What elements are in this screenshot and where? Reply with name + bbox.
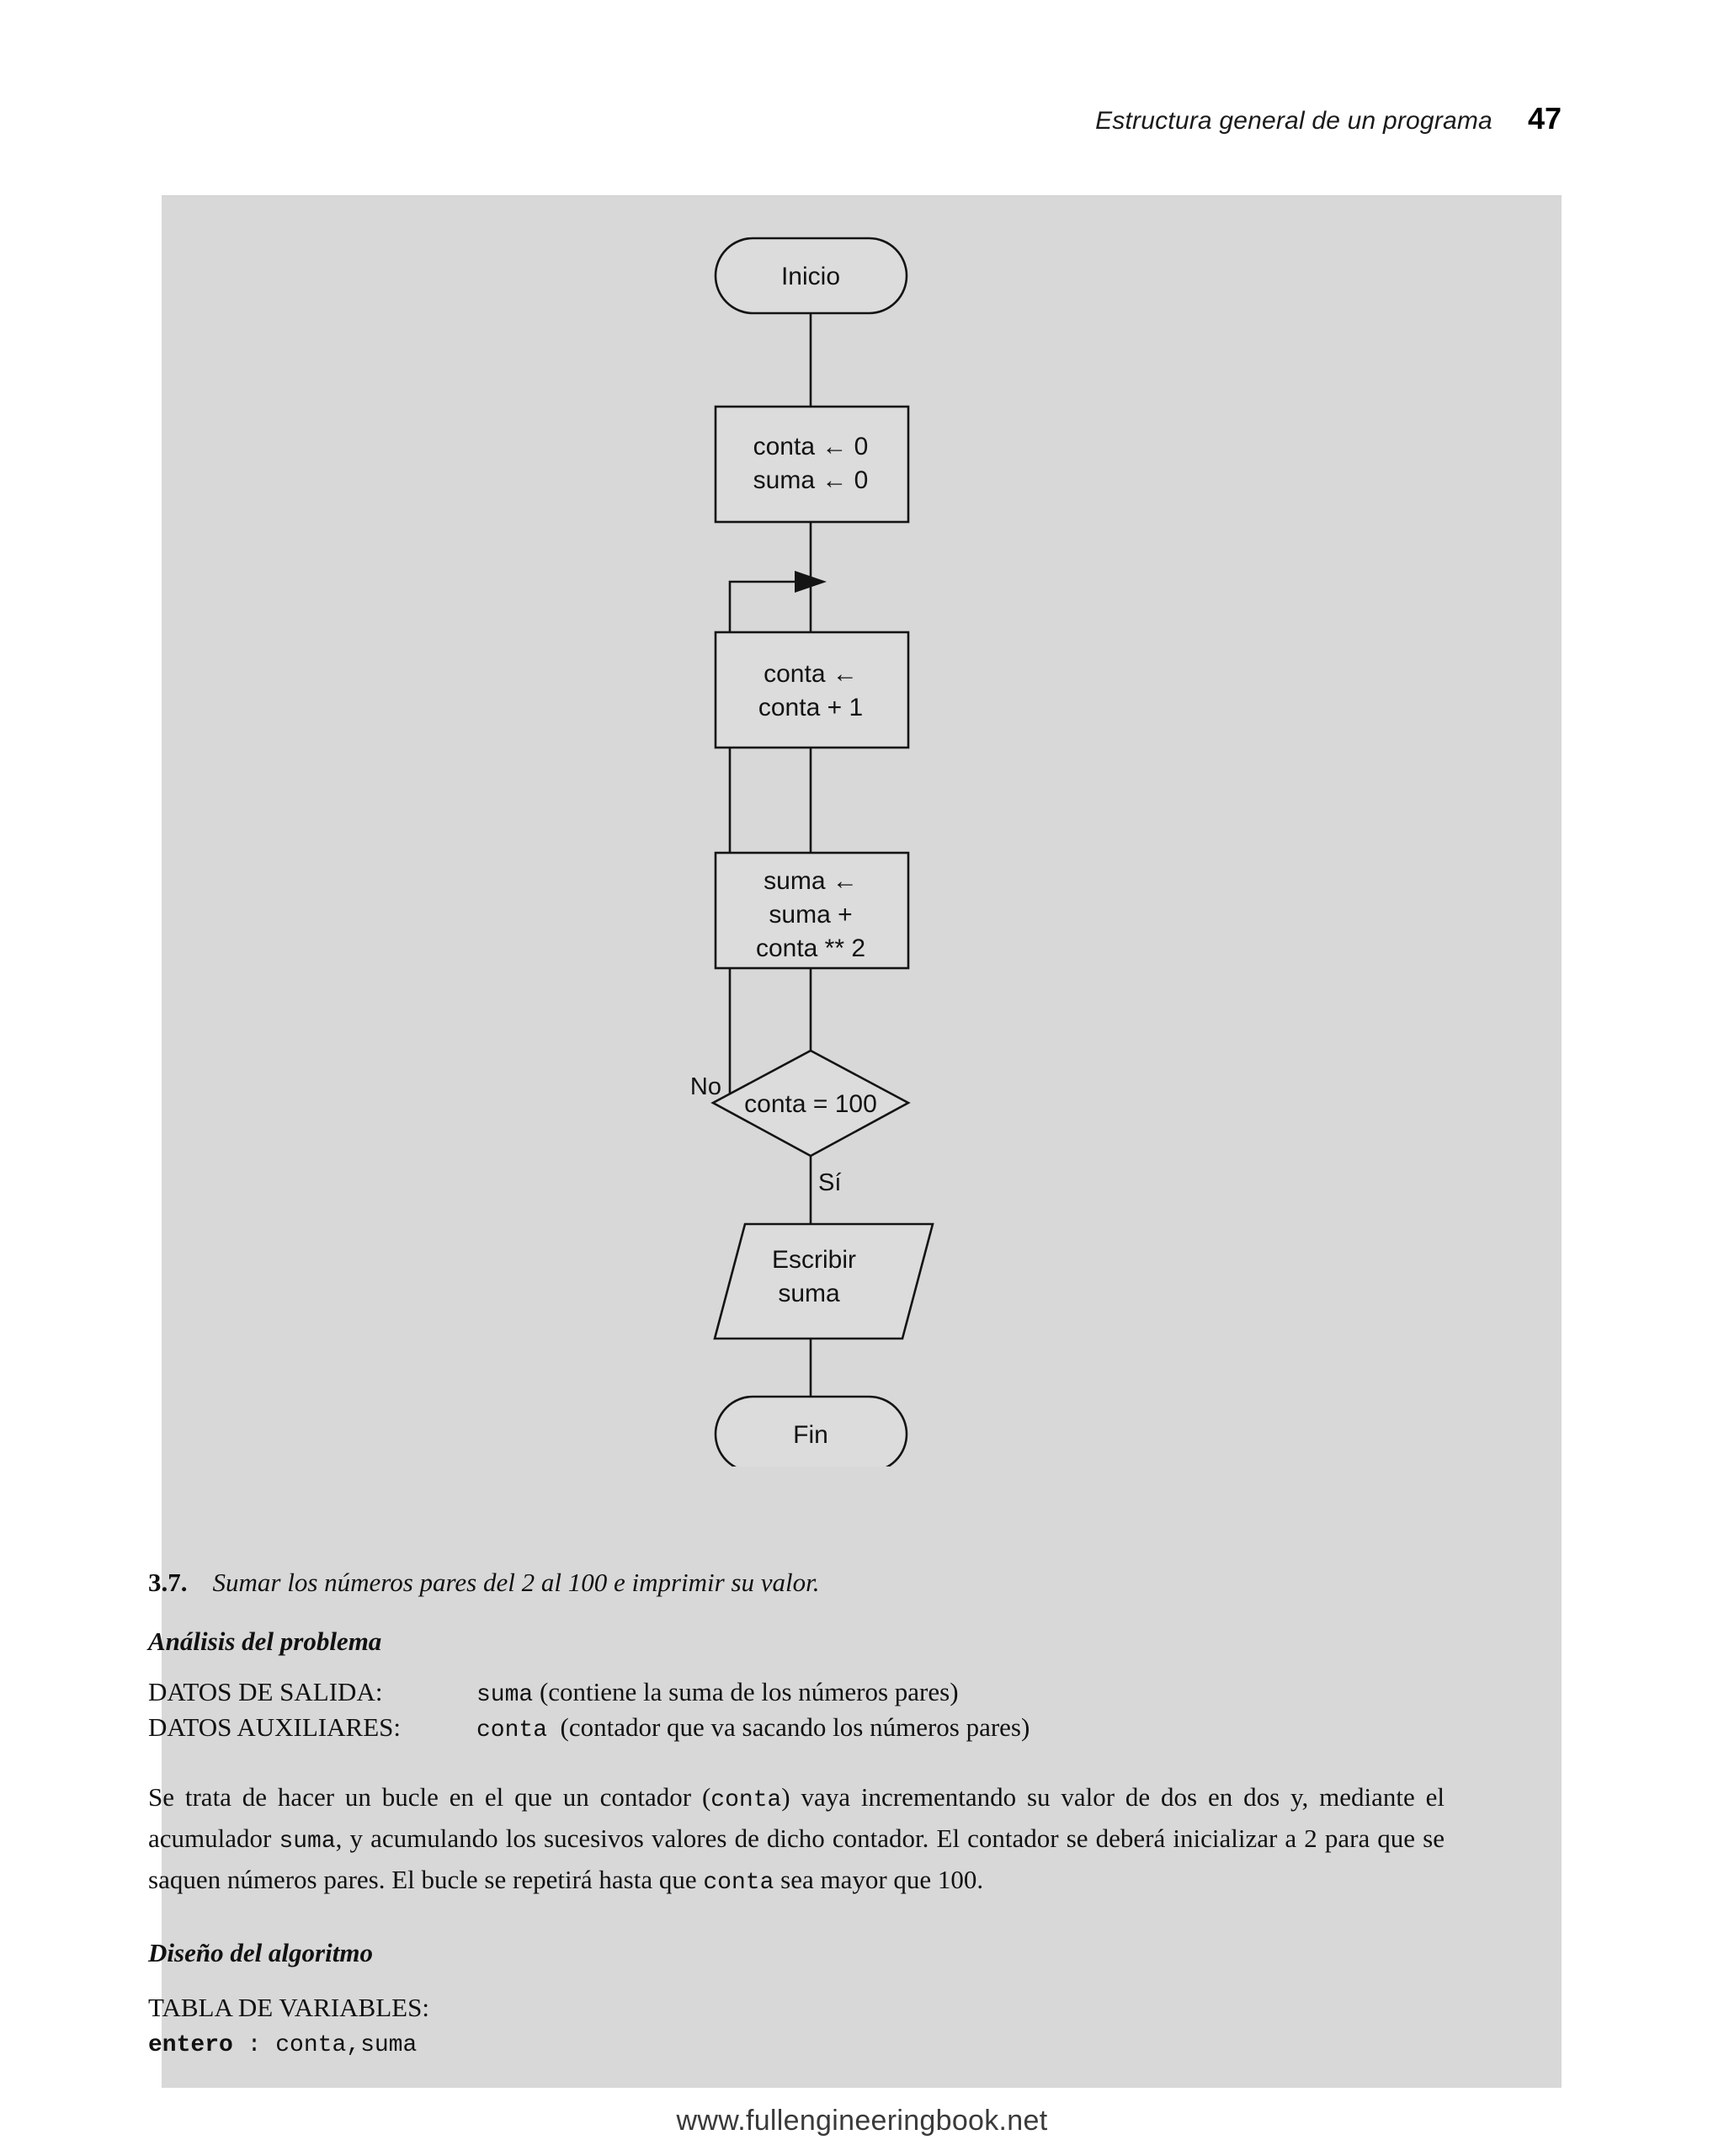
init-line-2: suma ← 0 [753,466,869,494]
data-aux-row: DATOS AUXILIARES: conta (contador que va … [148,1712,1548,1743]
data-aux-description: (contador que va sacando los números par… [560,1712,1030,1742]
analysis-paragraph: Se trata de hacer un bucle en el que un … [148,1778,1445,1902]
footer-watermark: www.fullengineeringbook.net [676,2105,1048,2137]
decision-label: conta = 100 [744,1090,877,1118]
content-panel: Inicio conta ← 0 suma ← 0 conta ← conta … [148,195,1562,2088]
end-terminal [714,1395,908,1467]
edge-label-no: No [690,1073,721,1100]
init-line-1: conta ← 0 [753,433,869,460]
paragraph-segment-1: Se trata de hacer un bucle en el que un … [148,1782,711,1812]
output-line-1: Escribir [772,1246,856,1274]
decision-diamond [710,1049,911,1158]
accumulate-line-1: suma ← [764,867,858,895]
paragraph-segment-4: sea mayor que 100. [774,1865,984,1894]
data-output-variable: suma [476,1682,534,1708]
data-output-row: DATOS DE SALIDA: suma (contiene la suma d… [148,1677,1548,1708]
running-head: Estructura general de un programa 47 [1095,101,1562,136]
variables-table-row: entero : conta,suma [148,2032,1548,2058]
data-output-label: DATOS DE SALIDA: [148,1677,383,1706]
variable-type-keyword: entero [148,2032,233,2058]
page-number: 47 [1527,101,1562,136]
output-parallelogram [713,1222,934,1340]
exercise-heading: 3.7. Sumar los números pares del 2 al 10… [148,1568,1548,1598]
data-output-description: (contiene la suma de los números pares) [539,1677,959,1706]
variable-separator: : [232,2032,276,2058]
variable-names: conta,suma [275,2032,418,2058]
increment-line-2: conta + 1 [758,694,863,721]
accumulate-line-2: suma + [769,901,852,929]
data-aux-variable: conta [476,1717,548,1743]
design-heading: Diseño del algoritmo [148,1938,373,1967]
end-terminal-label: Fin [793,1421,828,1449]
paragraph-segment-2: ) vaya incrementando su valor de dos en … [148,1782,1445,1853]
paragraph-variable-3: conta [703,1870,774,1896]
flowchart-diagram: Inicio conta ← 0 suma ← 0 conta ← conta … [690,237,934,1467]
output-line-2: suma [778,1280,840,1307]
data-aux-label: DATOS AUXILIARES: [148,1712,401,1742]
increment-process-box [714,631,910,749]
start-terminal-label: Inicio [781,263,840,290]
analysis-heading: Análisis del problema [148,1626,382,1656]
paragraph-variable-2: suma [279,1829,336,1855]
exercise-number: 3.7. [148,1568,188,1597]
start-terminal [714,237,908,315]
paragraph-segment-3: , y acumulando los sucesivos valores de … [148,1823,1445,1894]
edge-label-yes: Sí [818,1169,841,1196]
exercise-statement: Sumar los números pares del 2 al 100 e i… [212,1568,820,1597]
init-process-box [714,405,910,524]
running-head-title: Estructura general de un programa [1095,107,1493,135]
accumulate-process-box [714,851,910,970]
increment-line-1: conta ← [764,660,858,688]
variables-table-heading: TABLA DE VARIABLES: [148,1993,429,2022]
accumulate-line-3: conta ** 2 [756,934,865,962]
paragraph-variable-1: conta [710,1787,782,1813]
